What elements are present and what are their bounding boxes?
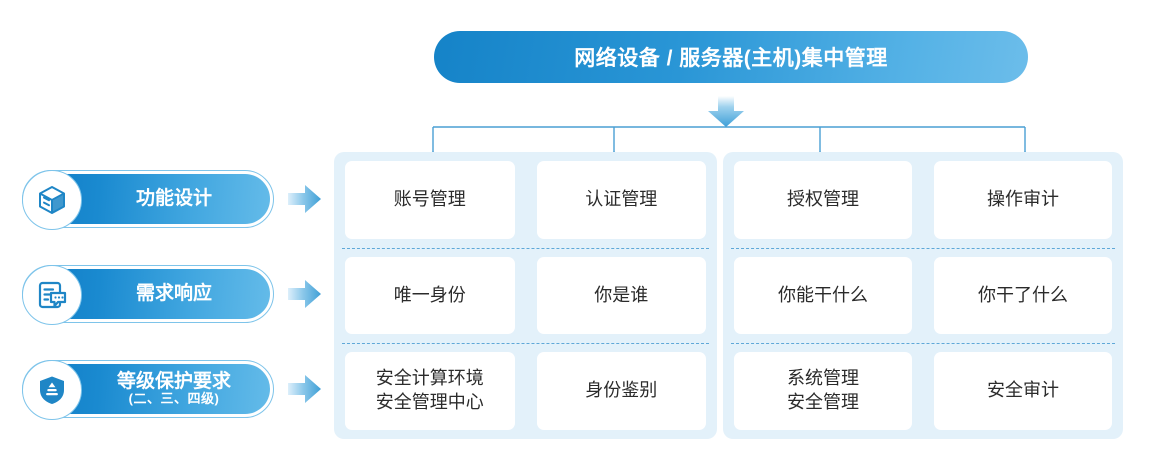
cube-icon (22, 170, 82, 230)
card-label: 你能干什么 (734, 256, 912, 335)
row-divider (342, 343, 709, 345)
rail-pill[interactable]: 需求响应 (22, 265, 274, 325)
matrix-cell[interactable]: 安全审计 (923, 343, 1123, 439)
card-label: 安全计算环境 安全管理中心 (345, 352, 515, 430)
matrix-panel-right: 授权管理 你能干什么 系统管理 安全管理 操作审计 你干了什么 安全审计 (723, 152, 1123, 439)
card-label: 唯一身份 (345, 256, 515, 335)
rail-row-requirement-response[interactable]: 需求响应 (22, 263, 322, 325)
rail-item-label: 需求响应 (26, 283, 270, 305)
card-label: 认证管理 (536, 161, 706, 239)
rail-label-sub: (二、三、四级) (128, 391, 220, 407)
row-divider (731, 343, 1115, 345)
matrix-cell[interactable]: 你是谁 (526, 248, 718, 344)
matrix-cell[interactable]: 你干了什么 (923, 248, 1123, 344)
rail-item-label: 等级保护要求 (二、三、四级) (26, 371, 270, 408)
card-label: 安全审计 (934, 352, 1112, 430)
right-arrow-icon (288, 280, 321, 308)
card-label: 操作审计 (934, 161, 1112, 239)
rail-row-grade-protection[interactable]: 等级保护要求 (二、三、四级) (22, 358, 322, 420)
main-title-banner: 网络设备 / 服务器(主机)集中管理 (434, 31, 1028, 83)
matrix-cell[interactable]: 操作审计 (923, 152, 1123, 248)
matrix-cell[interactable]: 身份鉴别 (526, 343, 718, 439)
rail-label-text: 功能设计 (135, 188, 212, 210)
card-label: 你干了什么 (934, 256, 1112, 335)
card-label: 你是谁 (536, 256, 706, 335)
matrix-column-authorization: 授权管理 你能干什么 系统管理 安全管理 (723, 152, 923, 439)
card-label: 授权管理 (734, 161, 912, 239)
card-label: 系统管理 安全管理 (734, 352, 912, 430)
matrix-column-account: 账号管理 唯一身份 安全计算环境 安全管理中心 (334, 152, 526, 439)
rail-pill[interactable]: 等级保护要求 (二、三、四级) (22, 360, 274, 420)
row-divider (731, 247, 1115, 249)
matrix-column-authentication: 认证管理 你是谁 身份鉴别 (526, 152, 718, 439)
matrix-cell[interactable]: 唯一身份 (334, 248, 526, 344)
left-rail: 功能设计 (22, 0, 322, 470)
matrix-panel-left: 账号管理 唯一身份 安全计算环境 安全管理中心 认证管理 你是谁 身份鉴别 (334, 152, 717, 439)
row-divider (342, 247, 709, 249)
down-arrow-icon (706, 96, 746, 128)
document-chat-icon (22, 265, 82, 325)
matrix-cell[interactable]: 系统管理 安全管理 (723, 343, 923, 439)
rail-row-functional-design[interactable]: 功能设计 (22, 168, 322, 230)
matrix-cell[interactable]: 账号管理 (334, 152, 526, 248)
right-arrow-icon (288, 375, 321, 403)
rail-label-text: 等级保护要求 (116, 370, 231, 392)
card-label: 账号管理 (345, 161, 515, 239)
matrix-cell[interactable]: 授权管理 (723, 152, 923, 248)
matrix-cell[interactable]: 安全计算环境 安全管理中心 (334, 343, 526, 439)
matrix-cell[interactable]: 你能干什么 (723, 248, 923, 344)
matrix-column-audit: 操作审计 你干了什么 安全审计 (923, 152, 1123, 439)
rail-item-label: 功能设计 (26, 188, 270, 210)
page-title: 网络设备 / 服务器(主机)集中管理 (574, 47, 888, 70)
card-label: 身份鉴别 (536, 352, 706, 430)
matrix-cell[interactable]: 认证管理 (526, 152, 718, 248)
shield-icon (22, 360, 82, 420)
right-arrow-icon (288, 185, 321, 213)
rail-label-text: 需求响应 (135, 283, 212, 305)
rail-pill[interactable]: 功能设计 (22, 170, 274, 230)
